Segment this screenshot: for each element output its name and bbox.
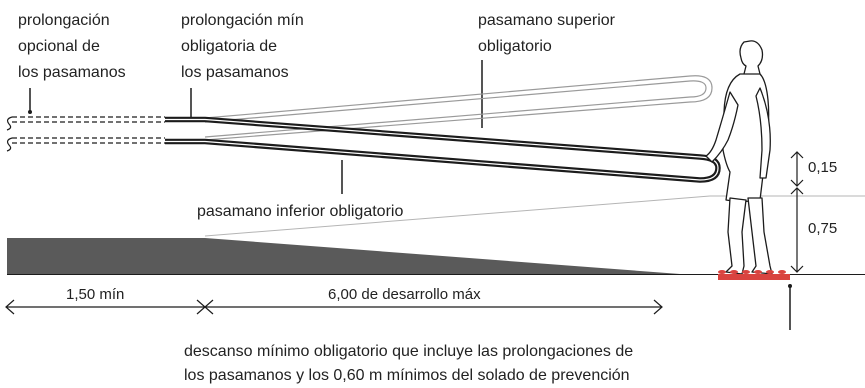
label-optional-extension-line3: los pasamanos [18, 64, 126, 81]
label-upper-handrail-line1: pasamano superior [478, 12, 616, 29]
label-gap-height: 0,15 [808, 159, 837, 176]
warning-floor-studs [718, 270, 786, 274]
label-landing-length: 1,50 mín [66, 286, 124, 303]
optional-extension-hooks [6, 116, 13, 152]
label-upper-handrail-line2: obligatorio [478, 38, 552, 55]
label-min-extension-line2: obligatoria de [181, 38, 277, 55]
label-optional-extension-line1: prolongación [18, 12, 110, 29]
label-upper-handrail: pasamano superior obligatorio [478, 12, 616, 55]
label-optional-extension: prolongación opcional de los pasamanos [18, 12, 126, 81]
warning-floor-strip [718, 274, 790, 280]
main-handrail [165, 116, 721, 183]
landing-note-line2: los pasamanos y los 0,60 m mínimos del s… [184, 367, 630, 384]
label-ramp-length: 6,00 de desarrollo máx [328, 286, 481, 303]
label-lower-handrail: pasamano inferior obligatorio [197, 203, 403, 220]
optional-extension-dashes [12, 116, 165, 144]
dimension-ramp [204, 299, 663, 315]
label-min-extension: prolongación mín obligatoria de los pasa… [181, 12, 304, 81]
ramp-solid [7, 238, 680, 274]
dimension-handrail-height [790, 187, 804, 273]
ghost-ramp-edge [204, 195, 711, 237]
person-figure [705, 40, 773, 275]
label-min-extension-line1: prolongación mín [181, 12, 304, 29]
landing-note-line1: descanso mínimo obligatorio que incluye … [184, 343, 633, 360]
ghost-handrail [204, 75, 713, 141]
label-handrail-height: 0,75 [808, 220, 837, 237]
label-min-extension-line3: los pasamanos [181, 64, 289, 81]
dimension-gap-height [790, 151, 804, 187]
label-optional-extension-line2: opcional de [18, 38, 100, 55]
leader-optional-extension-dot [28, 110, 32, 114]
